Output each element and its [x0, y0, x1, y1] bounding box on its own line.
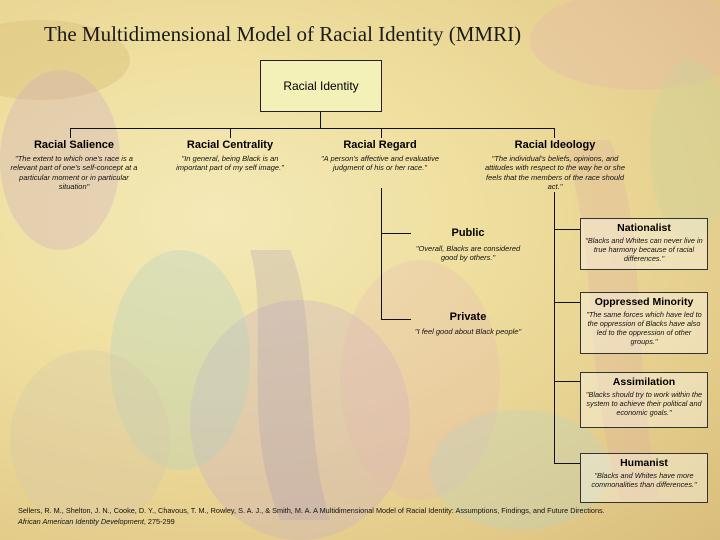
connector-line — [381, 128, 382, 138]
regard-public-desc: "Overall, Blacks are considered good by … — [415, 244, 521, 263]
citation-pages: , 275-299 — [143, 516, 175, 526]
connector-line — [320, 112, 321, 128]
regard-private: Private "I feel good about Black people" — [400, 311, 536, 336]
regard-private-desc: "I feel good about Black people" — [414, 327, 522, 336]
ideology-oppressed-minority-desc: "The same forces which have led to the o… — [586, 310, 702, 347]
connector-line — [70, 128, 554, 129]
regard-public: Public "Overall, Blacks are considered g… — [412, 227, 524, 263]
citation: Sellers, R. M., Shelton, J. N., Cooke, D… — [18, 506, 708, 527]
ideology-humanist: Humanist "Blacks and Whites have more co… — [580, 453, 708, 503]
connector-line — [70, 128, 71, 138]
ideology-oppressed-minority: Oppressed Minority "The same forces whic… — [580, 292, 708, 354]
ideology-nationalist-label: Nationalist — [617, 222, 671, 234]
connector-line — [554, 229, 580, 230]
dimension-racial-salience: Racial Salience — [33, 139, 115, 151]
regard-public-label: Public — [451, 227, 485, 239]
ideology-oppressed-minority-label: Oppressed Minority — [594, 296, 694, 308]
ideology-assimilation-label: Assimilation — [612, 376, 676, 388]
regard-private-label: Private — [449, 311, 487, 323]
ideology-humanist-label: Humanist — [620, 457, 668, 469]
dimension-racial-centrality-desc: "In general, being Black is an important… — [176, 154, 284, 173]
connector-line — [554, 192, 555, 464]
connector-line — [554, 128, 555, 138]
connector-line — [554, 381, 580, 382]
ideology-assimilation: Assimilation "Blacks should try to work … — [580, 372, 708, 428]
ideology-assimilation-desc: "Blacks should try to work within the sy… — [585, 390, 703, 418]
connector-line — [381, 319, 411, 320]
citation-text: Sellers, R. M., Shelton, J. N., Cooke, D… — [18, 506, 605, 515]
dimension-racial-regard-desc: "A person's affective and evaluative jud… — [320, 154, 440, 173]
slide-title: The Multidimensional Model of Racial Ide… — [44, 22, 522, 46]
dimension-racial-salience-desc: "The extent to which one's race is a rel… — [10, 154, 138, 192]
citation-journal: African American Identity Development — [18, 516, 144, 526]
connector-line — [554, 302, 580, 303]
ideology-nationalist: Nationalist "Blacks and Whites can never… — [580, 218, 708, 270]
connector-line — [381, 233, 411, 234]
root-node-racial-identity: Racial Identity — [260, 60, 382, 112]
root-node-label: Racial Identity — [283, 79, 359, 93]
dimension-racial-regard: Racial Regard — [343, 139, 417, 151]
dimension-racial-ideology: Racial Ideology — [514, 139, 596, 151]
dimension-racial-centrality: Racial Centrality — [186, 139, 274, 151]
connector-line — [230, 128, 231, 138]
connector-line — [554, 463, 580, 464]
ideology-nationalist-desc: "Blacks and Whites can never live in tru… — [585, 236, 703, 264]
dimension-racial-ideology-desc: "The individual's beliefs, opinions, and… — [484, 154, 626, 192]
connector-line — [381, 188, 382, 320]
ideology-humanist-desc: "Blacks and Whites have more commonaliti… — [591, 471, 697, 490]
